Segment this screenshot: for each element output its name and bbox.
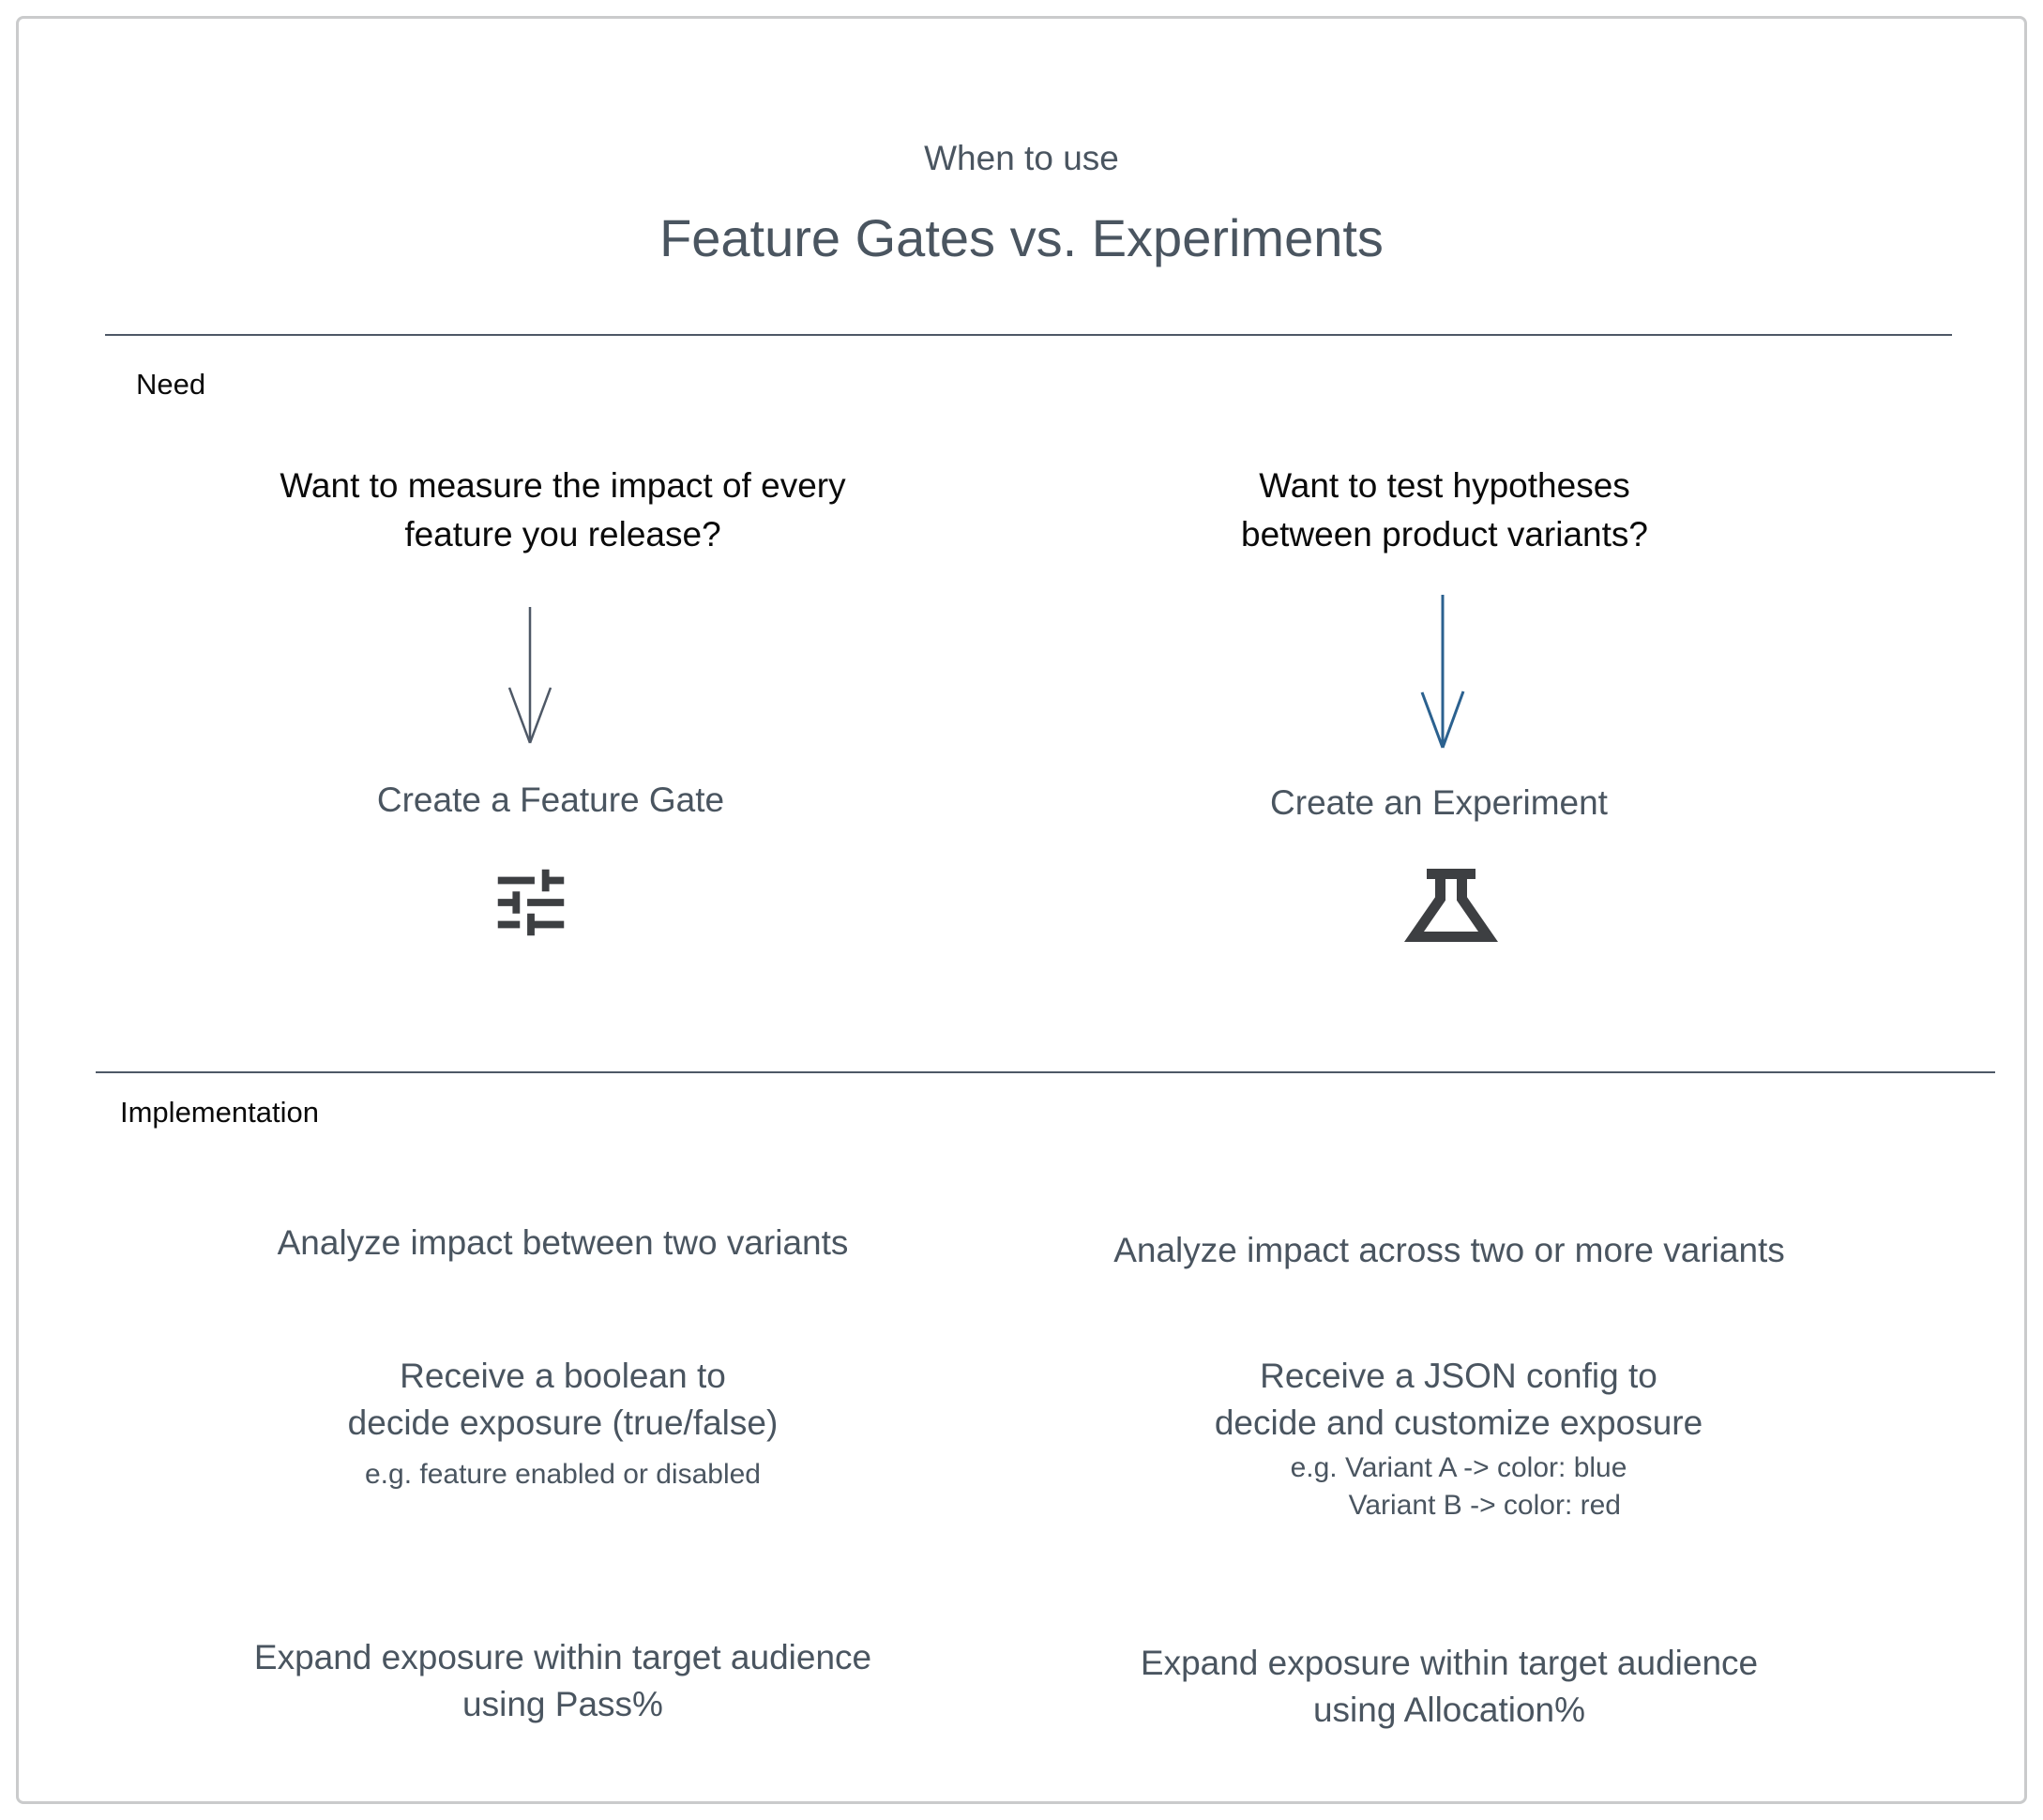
create-feature-gate-label: Create a Feature Gate [376, 781, 725, 819]
feature-gate-question-line1: Want to measure the impact of every [280, 466, 846, 505]
arrow-down-icon [1417, 594, 1468, 756]
experiment-impl-row1: Analyze impact across two or more varian… [1113, 1231, 1785, 1269]
experiment-impl-row3-line1: Expand exposure within target audience [1140, 1644, 1759, 1682]
header-kicker: When to use [924, 139, 1119, 177]
outer-frame [16, 16, 2027, 1804]
experiment-impl-row3: Expand exposure within target audience u… [1069, 1640, 1829, 1734]
experiment-impl-row2-line2: decide and customize exposure [1214, 1403, 1703, 1442]
experiment-impl-example-line2: Variant B -> color: red [1348, 1490, 1621, 1521]
feature-gate-impl-example: e.g. feature enabled or disabled [365, 1459, 761, 1490]
experiment-impl-row2: Receive a JSON config to decide and cust… [1083, 1353, 1834, 1447]
page-title: Feature Gates vs. Experiments [659, 208, 1384, 267]
implementation-section-label: Implementation [120, 1096, 319, 1129]
experiment-impl-example-line1: e.g. Variant A -> color: blue [1290, 1452, 1627, 1483]
flask-icon [1403, 867, 1499, 956]
feature-gate-question: Want to measure the impact of every feat… [188, 462, 938, 559]
experiment-impl-row2-line1: Receive a JSON config to [1260, 1357, 1657, 1395]
feature-gate-question-line2: feature you release? [404, 515, 721, 554]
create-experiment-label: Create an Experiment [1270, 783, 1608, 822]
implementation-section-divider [96, 1071, 1995, 1073]
feature-gate-impl-row3-line2: using Pass% [462, 1685, 663, 1723]
feature-gate-impl-row3: Expand exposure within target audience u… [188, 1634, 938, 1728]
feature-gate-impl-row2: Receive a boolean to decide exposure (tr… [188, 1353, 938, 1447]
need-section-label: Need [136, 368, 206, 401]
feature-gate-impl-row2-line1: Receive a boolean to [400, 1357, 726, 1395]
experiment-question: Want to test hypotheses between product … [1069, 462, 1820, 559]
arrow-down-icon [505, 606, 555, 751]
feature-gate-impl-row2-line2: decide exposure (true/false) [347, 1403, 779, 1442]
feature-gate-impl-row1: Analyze impact between two variants [277, 1223, 849, 1262]
need-section-divider [105, 334, 1952, 336]
feature-gate-impl-row3-line1: Expand exposure within target audience [253, 1638, 872, 1676]
experiment-impl-example: e.g. Variant A -> color: blue Variant B … [1083, 1449, 1834, 1524]
experiment-question-line1: Want to test hypotheses [1259, 466, 1630, 505]
experiment-impl-example-block: e.g. Variant A -> color: blue Variant B … [1291, 1449, 1627, 1524]
experiment-impl-row3-line2: using Allocation% [1312, 1691, 1586, 1729]
experiment-question-line2: between product variants? [1241, 515, 1648, 554]
sliders-icon [487, 858, 575, 951]
